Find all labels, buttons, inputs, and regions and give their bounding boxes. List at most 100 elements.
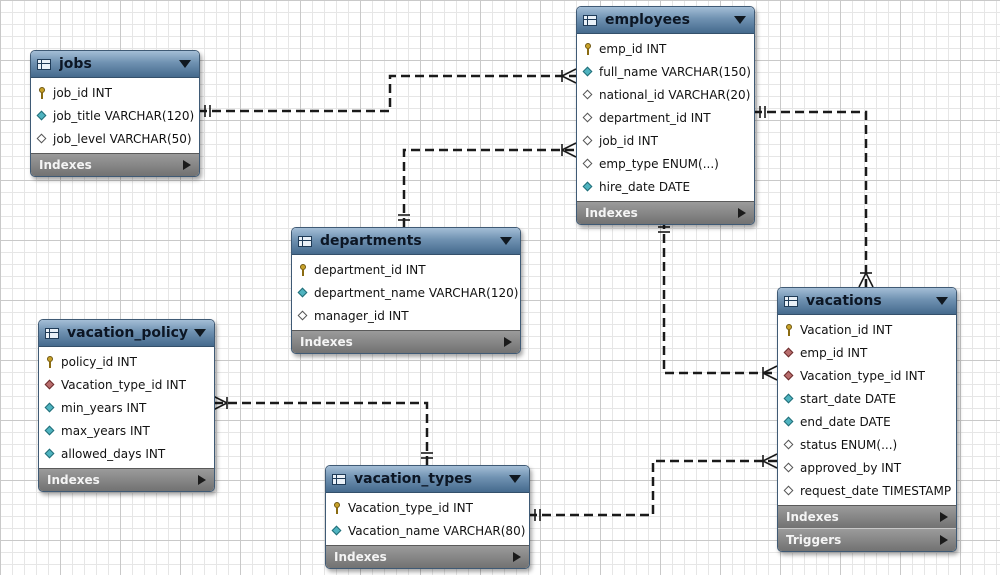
column-row[interactable]: full_name VARCHAR(150) [577,60,754,83]
chevron-down-icon[interactable] [734,16,746,24]
column-row[interactable]: job_level VARCHAR(50) [31,127,199,150]
column-label: emp_id INT [599,41,667,56]
foreign-key-icon [44,379,56,391]
section-label: Indexes [39,158,92,172]
chevron-down-icon[interactable] [509,475,521,483]
column-label: department_id INT [599,110,711,125]
column-row[interactable]: request_date TIMESTAMP [778,479,956,502]
column-label: job_title VARCHAR(120) [53,108,195,123]
column-label: Vacation_type_id INT [61,377,186,392]
table-icon [45,327,59,339]
column-label: policy_id INT [61,354,137,369]
expand-arrow-icon[interactable] [738,208,746,218]
relationship-jobs-employees[interactable] [198,68,577,117]
table-header[interactable]: vacation_policy [39,320,214,347]
column-row[interactable]: status ENUM(...) [778,433,956,456]
nullable-column-icon [297,310,309,322]
column-row[interactable]: emp_id INT [577,37,754,60]
table-icon [298,235,312,247]
section-indexes[interactable]: Indexes [577,201,754,224]
column-label: emp_type ENUM(...) [599,156,719,171]
table-header[interactable]: employees [577,7,754,34]
section-label: Indexes [334,550,387,564]
section-indexes[interactable]: Indexes [778,505,956,528]
column-row[interactable]: policy_id INT [39,350,214,373]
relationship-employees-vacations-bottom[interactable] [658,220,778,381]
section-triggers[interactable]: Triggers [778,528,956,551]
column-label: allowed_days INT [61,446,166,461]
column-row[interactable]: manager_id INT [292,304,520,327]
column-row[interactable]: Vacation_name VARCHAR(80) [326,519,529,542]
column-row[interactable]: department_id INT [577,106,754,129]
table-header[interactable]: vacations [778,288,956,315]
chevron-down-icon[interactable] [179,60,191,68]
expand-arrow-icon[interactable] [940,512,948,522]
table-name: vacations [806,293,882,309]
expand-arrow-icon[interactable] [183,160,191,170]
column-label: approved_by INT [800,460,902,475]
column-row[interactable]: national_id VARCHAR(20) [577,83,754,106]
relationship-vacation_types-vacation_policy[interactable] [212,395,433,465]
table-employees[interactable]: employees emp_id INT full_name VARCHAR(150… [576,6,755,225]
column-row[interactable]: department_id INT [292,258,520,281]
nullable-column-icon [36,133,48,145]
column-row[interactable]: job_id INT [31,81,199,104]
chevron-down-icon[interactable] [936,297,948,305]
table-header[interactable]: jobs [31,51,199,78]
relationship-departments-employees[interactable] [398,142,577,227]
column-row[interactable]: job_title VARCHAR(120) [31,104,199,127]
table-header[interactable]: vacation_types [326,466,529,493]
column-row[interactable]: Vacation_type_id INT [778,364,956,387]
column-row[interactable]: allowed_days INT [39,442,214,465]
column-row[interactable]: job_id INT [577,129,754,152]
section-indexes[interactable]: Indexes [292,330,520,353]
expand-arrow-icon[interactable] [513,552,521,562]
column-row[interactable]: end_date DATE [778,410,956,433]
relationship-vacation_types-vacations[interactable] [528,453,778,521]
table-departments[interactable]: departments department_id INT department_n… [291,227,521,354]
column-row[interactable]: emp_type ENUM(...) [577,152,754,175]
column-label: national_id VARCHAR(20) [599,87,751,102]
expand-arrow-icon[interactable] [198,475,206,485]
section-indexes[interactable]: Indexes [39,468,214,491]
not-null-column-icon [331,525,343,537]
column-row[interactable]: approved_by INT [778,456,956,479]
table-jobs[interactable]: jobs job_id INT job_title VARCHAR(120) job_… [30,50,200,177]
section-label: Indexes [300,335,353,349]
column-row[interactable]: max_years INT [39,419,214,442]
column-row[interactable]: start_date DATE [778,387,956,410]
table-name: jobs [59,56,92,72]
relationship-employees-vacations-top[interactable] [753,106,874,288]
section-label: Indexes [47,473,100,487]
section-indexes[interactable]: Indexes [326,545,529,568]
not-null-column-icon [783,393,795,405]
chevron-down-icon[interactable] [500,237,512,245]
column-label: Vacation_id INT [800,322,893,337]
column-row[interactable]: Vacation_type_id INT [39,373,214,396]
not-null-column-icon [297,287,309,299]
primary-key-icon [783,323,795,336]
nullable-column-icon [582,158,594,170]
column-row[interactable]: department_name VARCHAR(120) [292,281,520,304]
not-null-column-icon [36,110,48,122]
column-label: department_id INT [314,262,426,277]
column-row[interactable]: Vacation_id INT [778,318,956,341]
column-row[interactable]: min_years INT [39,396,214,419]
expand-arrow-icon[interactable] [504,337,512,347]
column-label: request_date TIMESTAMP [800,483,952,498]
primary-key-icon [297,263,309,276]
table-header[interactable]: departments [292,228,520,255]
column-row[interactable]: hire_date DATE [577,175,754,198]
section-indexes[interactable]: Indexes [31,153,199,176]
not-null-column-icon [44,448,56,460]
column-row[interactable]: Vacation_type_id INT [326,496,529,519]
column-row[interactable]: emp_id INT [778,341,956,364]
chevron-down-icon[interactable] [194,329,206,337]
table-icon [37,58,51,70]
expand-arrow-icon[interactable] [940,535,948,545]
table-vacation-policy[interactable]: vacation_policy policy_id INT Vacation_typ… [38,319,215,492]
